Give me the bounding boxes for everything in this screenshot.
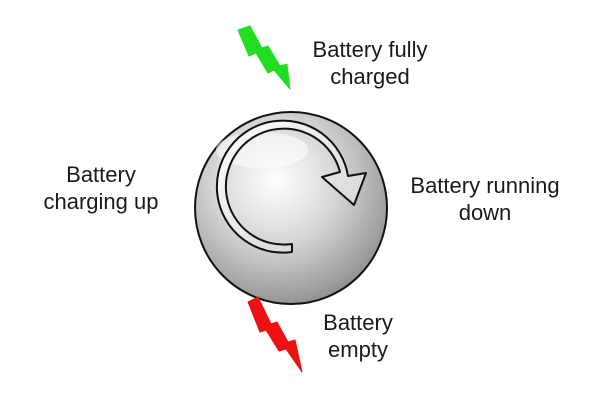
label-battery-running-down: Battery running down [396, 172, 574, 226]
label-line: charged [330, 64, 410, 89]
label-line: Battery running [410, 173, 560, 198]
label-line: empty [328, 337, 388, 362]
lightning-bolt-icon [237, 25, 291, 90]
lightning-bolt-icon [247, 296, 303, 373]
label-line: Battery [66, 162, 136, 187]
rotation-arrow-icon [215, 119, 367, 254]
label-line: Battery fully [312, 37, 428, 62]
label-line: Battery [323, 310, 393, 335]
label-line: down [458, 200, 512, 225]
label-battery-charging-up: Battery charging up [28, 161, 174, 215]
label-battery-empty: Battery empty [308, 309, 408, 363]
label-battery-fully-charged: Battery fully charged [296, 36, 444, 90]
label-line: charging up [43, 189, 159, 214]
